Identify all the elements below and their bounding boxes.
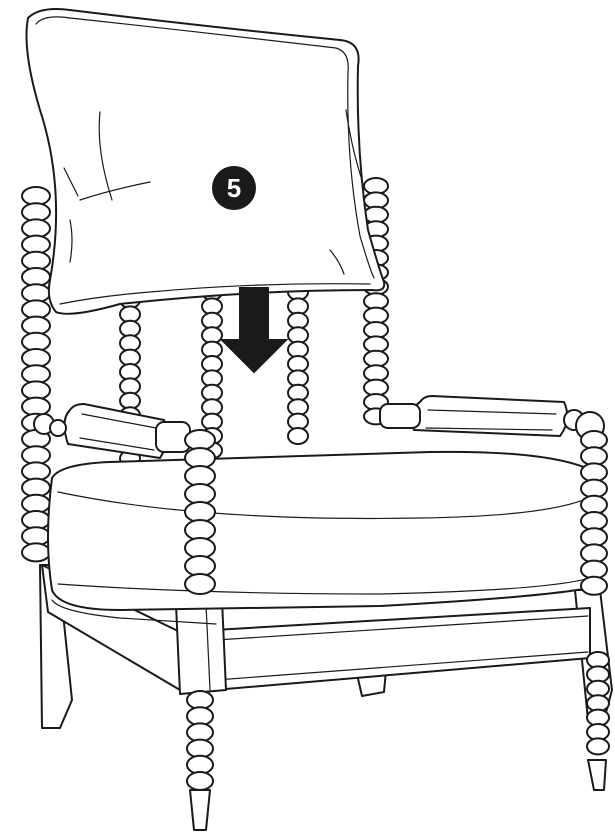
front-leg-bead [187, 772, 213, 790]
down-arrow-icon [222, 288, 286, 372]
front-left-foot [190, 790, 210, 830]
step-number: 5 [227, 173, 241, 203]
back-pillow-icon [27, 9, 385, 314]
front-right-foot [588, 760, 606, 790]
left-back-post [22, 187, 50, 561]
front-post-bead [581, 577, 607, 595]
right-armrest [380, 396, 604, 440]
spindle-bead [288, 428, 308, 444]
front-post-bead [185, 574, 215, 594]
left-armrest [34, 404, 190, 458]
seat-cushion [48, 452, 602, 624]
post-bead [22, 543, 50, 561]
step-number-badge: 5 [212, 166, 256, 210]
right-back-post [364, 178, 388, 424]
front-leg-bead [587, 738, 609, 754]
